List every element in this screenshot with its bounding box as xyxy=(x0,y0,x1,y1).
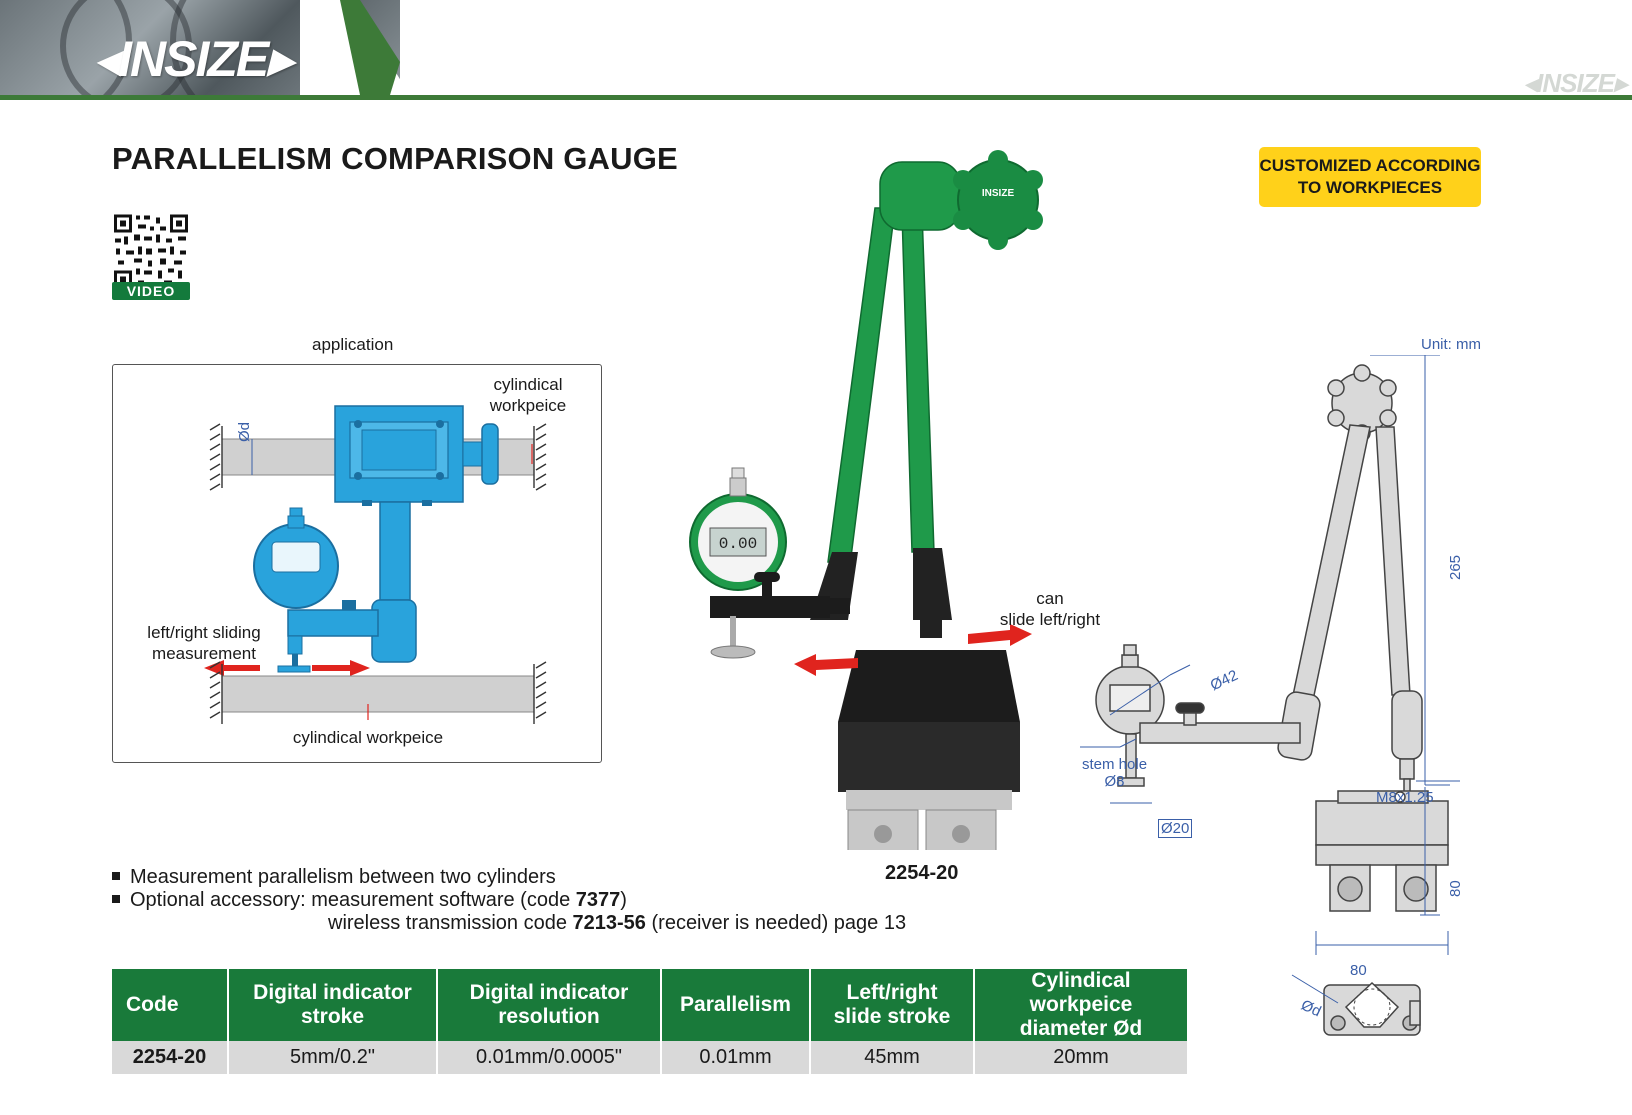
bottom-cylinder xyxy=(221,675,535,713)
stem-hole-line-2: Ø8 xyxy=(1104,773,1125,790)
feature-text-1: Measurement parallelism between two cyli… xyxy=(130,866,556,888)
bullet-icon xyxy=(112,894,120,903)
software-code: 7377 xyxy=(575,889,621,911)
bullet-icon xyxy=(112,871,120,880)
feature-item-1: Measurement parallelism between two cyli… xyxy=(112,866,906,889)
label-left-line-2: measurement xyxy=(152,644,256,663)
table-row: 2254-20 5mm/0.2" 0.01mm/0.0005" 0.01mm 4… xyxy=(112,1041,1187,1074)
product-photo: INSIZE 0.00 xyxy=(689,150,1043,850)
col-parallelism: Parallelism xyxy=(661,969,811,1041)
dim-80-vertical: 80 xyxy=(1447,880,1464,897)
label-left-line-1: left/right sliding xyxy=(147,623,261,642)
feature-item-3: wireless transmission code 7213-56 (rece… xyxy=(112,912,906,935)
col-stroke-line-2: stroke xyxy=(300,1005,365,1028)
application-title: application xyxy=(312,335,394,354)
label-left-right-sliding: left/right sliding measurement xyxy=(136,622,272,664)
header-divider xyxy=(0,95,1632,100)
technical-drawing xyxy=(1080,355,1460,1036)
qr-code-icon[interactable] xyxy=(112,205,190,300)
feature-text-3-suffix: (receiver is needed) page 13 xyxy=(645,912,907,934)
label-cylindical-workpeice-bottom: cylindical workpeice xyxy=(292,728,444,747)
feature-item-2: Optional accessory: measurement software… xyxy=(112,889,906,912)
logo-arrow-left-icon: ◂ xyxy=(95,31,120,87)
application-diagram xyxy=(204,405,547,724)
unit-label: Unit: mm xyxy=(1421,336,1481,353)
header-chevron xyxy=(300,0,410,95)
brand-logo: ◂INSIZE▸ xyxy=(95,30,292,88)
badge-line-1: CUSTOMIZED ACCORDING xyxy=(1259,156,1481,175)
slide-label-line-1: can xyxy=(1036,589,1064,608)
application-diagram-frame xyxy=(112,364,602,763)
photo-arrow-left-icon xyxy=(794,654,858,676)
top-wall-right xyxy=(533,423,547,491)
cell-stroke: 5mm/0.2" xyxy=(228,1041,438,1074)
cell-resolution: 0.01mm/0.0005" xyxy=(437,1041,662,1074)
col-resolution-line-1: Digital indicator xyxy=(469,981,629,1004)
corner-logo-arrow-icon: ◂ xyxy=(1524,68,1537,98)
col-diameter-line-1: Cylindical workpeice xyxy=(1029,969,1133,1016)
page-title: PARALLELISM COMPARISON GAUGE xyxy=(112,141,678,176)
video-label[interactable]: VIDEO xyxy=(112,282,190,300)
model-code-label: 2254-20 xyxy=(885,862,959,884)
logo-arrow-right-icon: ▸ xyxy=(267,31,292,87)
customized-badge: CUSTOMIZED ACCORDING TO WORKPIECES xyxy=(1259,147,1481,207)
corner-logo-text: INSIZE xyxy=(1536,68,1615,98)
top-wall-left xyxy=(209,423,223,491)
dim-80-horizontal: 80 xyxy=(1350,962,1367,979)
label-top-line-2: workpeice xyxy=(489,396,567,415)
col-resolution-line-2: resolution xyxy=(498,1005,600,1028)
stem-hole-label: stem hole Ø8 xyxy=(1082,756,1147,790)
thread-label: M8x1.25 xyxy=(1376,789,1434,806)
feature-text-2-prefix: Optional accessory: measurement software… xyxy=(130,889,576,911)
label-cylindical-workpeice-top: cylindical workpeice xyxy=(478,374,578,416)
feature-list: Measurement parallelism between two cyli… xyxy=(112,866,906,935)
dim-d-top: Ød xyxy=(236,421,253,442)
col-diameter-line-2: diameter Ød xyxy=(1019,1017,1143,1040)
cell-parallelism: 0.01mm xyxy=(661,1041,811,1074)
cell-slide: 45mm xyxy=(810,1041,975,1074)
label-top-line-1: cylindical xyxy=(493,375,563,394)
cell-diameter: 20mm xyxy=(974,1041,1187,1074)
wireless-code: 7213-56 xyxy=(572,912,646,934)
stem-hole-line-1: stem hole xyxy=(1082,756,1148,773)
feature-text-2-suffix: ) xyxy=(620,889,627,911)
col-slide-line-1: Left/right xyxy=(846,981,938,1004)
corner-logo: ◂INSIZE▸ xyxy=(1524,68,1627,99)
indicator-display: 0.00 xyxy=(719,535,757,553)
knob-engraving: INSIZE xyxy=(982,188,1015,199)
col-stroke-line-1: Digital indicator xyxy=(253,981,412,1004)
photo-arrow-right-icon xyxy=(968,624,1032,646)
dim-265: 265 xyxy=(1447,554,1464,580)
col-slide-line-2: slide stroke xyxy=(833,1005,951,1028)
slide-label-line-2: slide left/right xyxy=(999,610,1101,629)
badge-line-2: TO WORKPIECES xyxy=(1297,178,1443,197)
dim-20: Ø20 xyxy=(1158,819,1193,838)
logo-text: INSIZE xyxy=(118,31,269,87)
corner-logo-arrow-right-icon: ▸ xyxy=(1613,68,1627,98)
arrow-right-icon xyxy=(312,660,370,676)
feature-text-3-prefix: wireless transmission code xyxy=(328,912,573,934)
clamp-knob xyxy=(481,423,499,485)
label-can-slide: can slide left/right xyxy=(980,588,1120,630)
vertical-arm xyxy=(379,501,411,601)
col-code: Code xyxy=(112,969,229,1041)
cell-code: 2254-20 xyxy=(112,1041,229,1074)
